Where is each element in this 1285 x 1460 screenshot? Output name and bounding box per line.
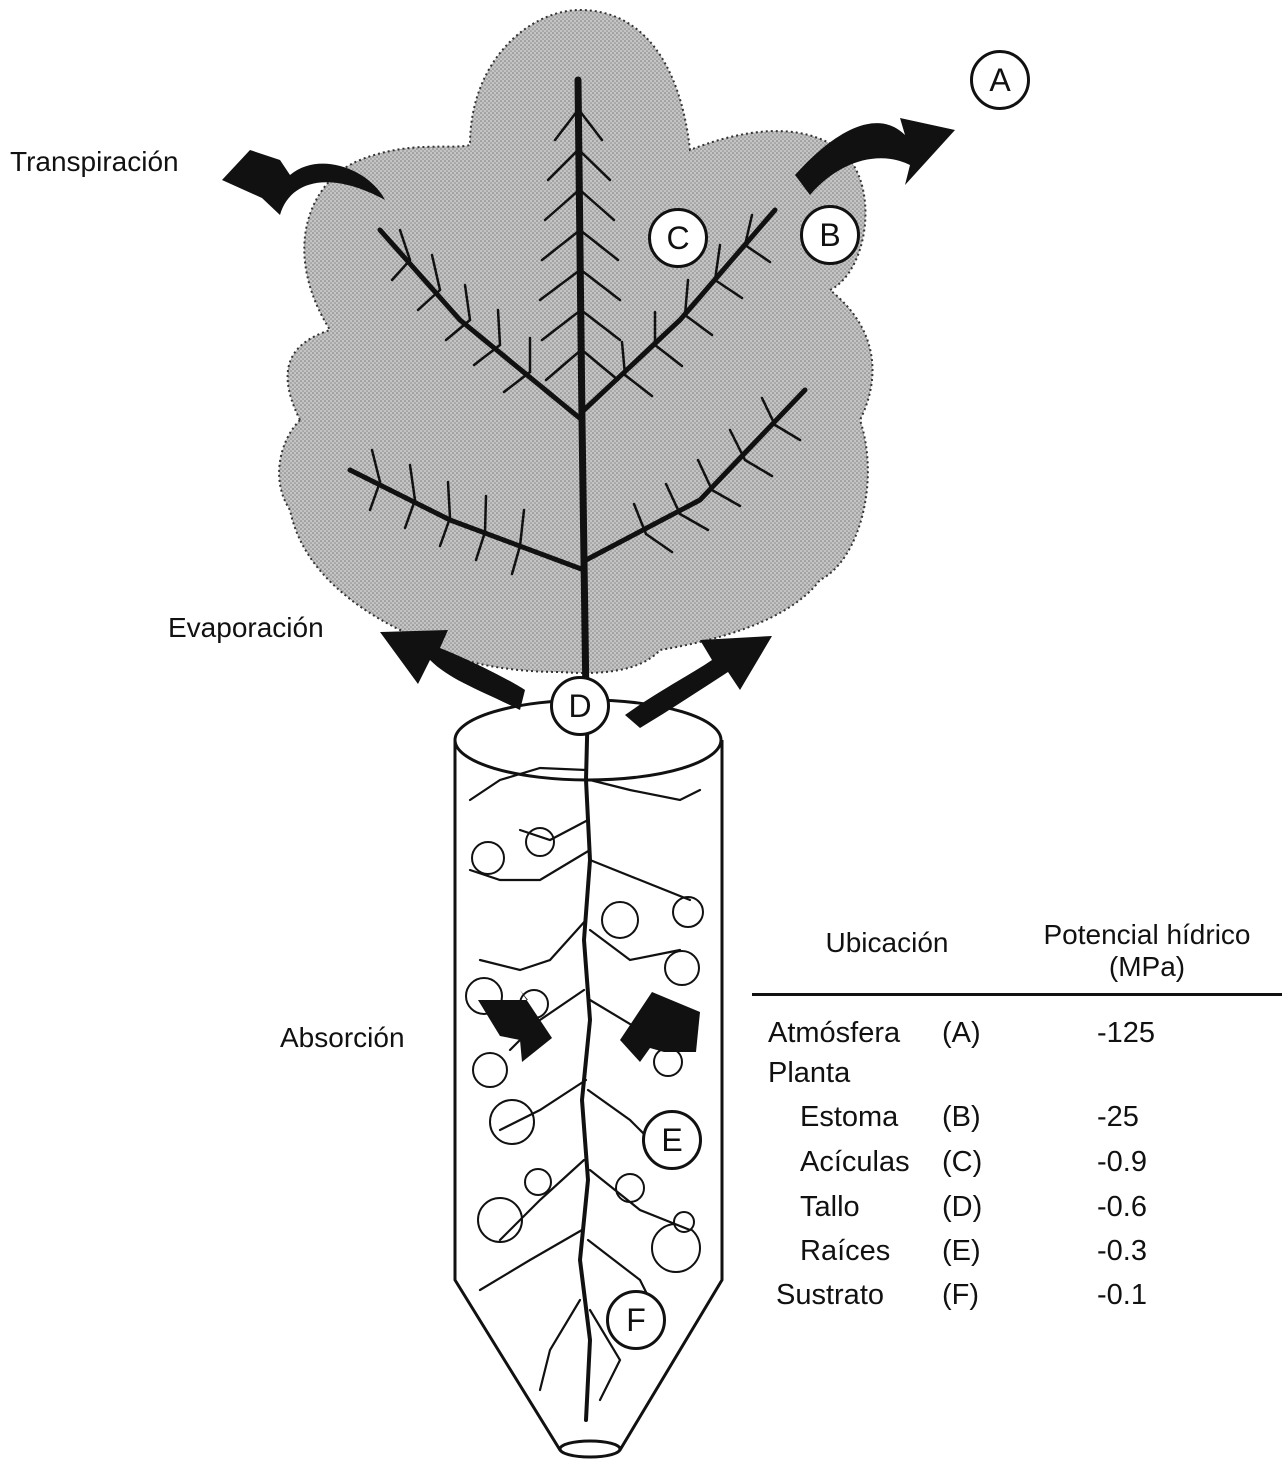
table-row: Tallo (D) -0.6 [752, 1187, 1282, 1227]
location-name: Raíces [800, 1231, 890, 1271]
table-row: Planta [752, 1053, 1282, 1093]
location-name: Sustrato [776, 1275, 884, 1315]
evaporation-label: Evaporación [168, 612, 324, 644]
location-name: Tallo [800, 1187, 860, 1227]
location-code: (E) [942, 1231, 981, 1271]
location-code: (D) [942, 1187, 982, 1227]
potential-value: -25 [1097, 1097, 1139, 1137]
potential-value: -0.3 [1097, 1231, 1147, 1271]
header-location: Ubicación [812, 927, 962, 959]
absorption-label: Absorción [280, 1022, 405, 1054]
location-name: Planta [768, 1053, 850, 1093]
transpiration-label: Transpiración [10, 146, 179, 178]
callout-d: D [550, 676, 610, 736]
callout-a: A [970, 50, 1030, 110]
location-name: Estoma [800, 1097, 898, 1137]
callout-e: E [642, 1110, 702, 1170]
table-row: Sustrato (F) -0.1 [752, 1275, 1282, 1315]
table-row: Atmósfera (A) -125 [752, 1013, 1282, 1053]
potential-value: -0.9 [1097, 1142, 1147, 1182]
header-rule [752, 993, 1282, 996]
callout-f: F [606, 1290, 666, 1350]
potential-value: -0.1 [1097, 1275, 1147, 1315]
callout-c: C [648, 208, 708, 268]
table-row: Raíces (E) -0.3 [752, 1231, 1282, 1271]
header-potential: Potencial hídrico [1012, 919, 1282, 951]
location-code: (A) [942, 1013, 981, 1053]
callout-b: B [800, 205, 860, 265]
header-unit: (MPa) [1012, 951, 1282, 983]
location-name: Acículas [800, 1142, 910, 1182]
potential-value: -0.6 [1097, 1187, 1147, 1227]
location-name: Atmósfera [768, 1013, 900, 1053]
location-code: (C) [942, 1142, 982, 1182]
table-row: Estoma (B) -25 [752, 1097, 1282, 1137]
transpiration-arrow-right [795, 118, 955, 195]
table-row: Acículas (C) -0.9 [752, 1142, 1282, 1182]
potential-value: -125 [1097, 1013, 1155, 1053]
location-code: (F) [942, 1275, 979, 1315]
location-code: (B) [942, 1097, 981, 1137]
water-potential-table: Ubicación Potencial hídrico (MPa) Atmósf… [752, 915, 1282, 1315]
